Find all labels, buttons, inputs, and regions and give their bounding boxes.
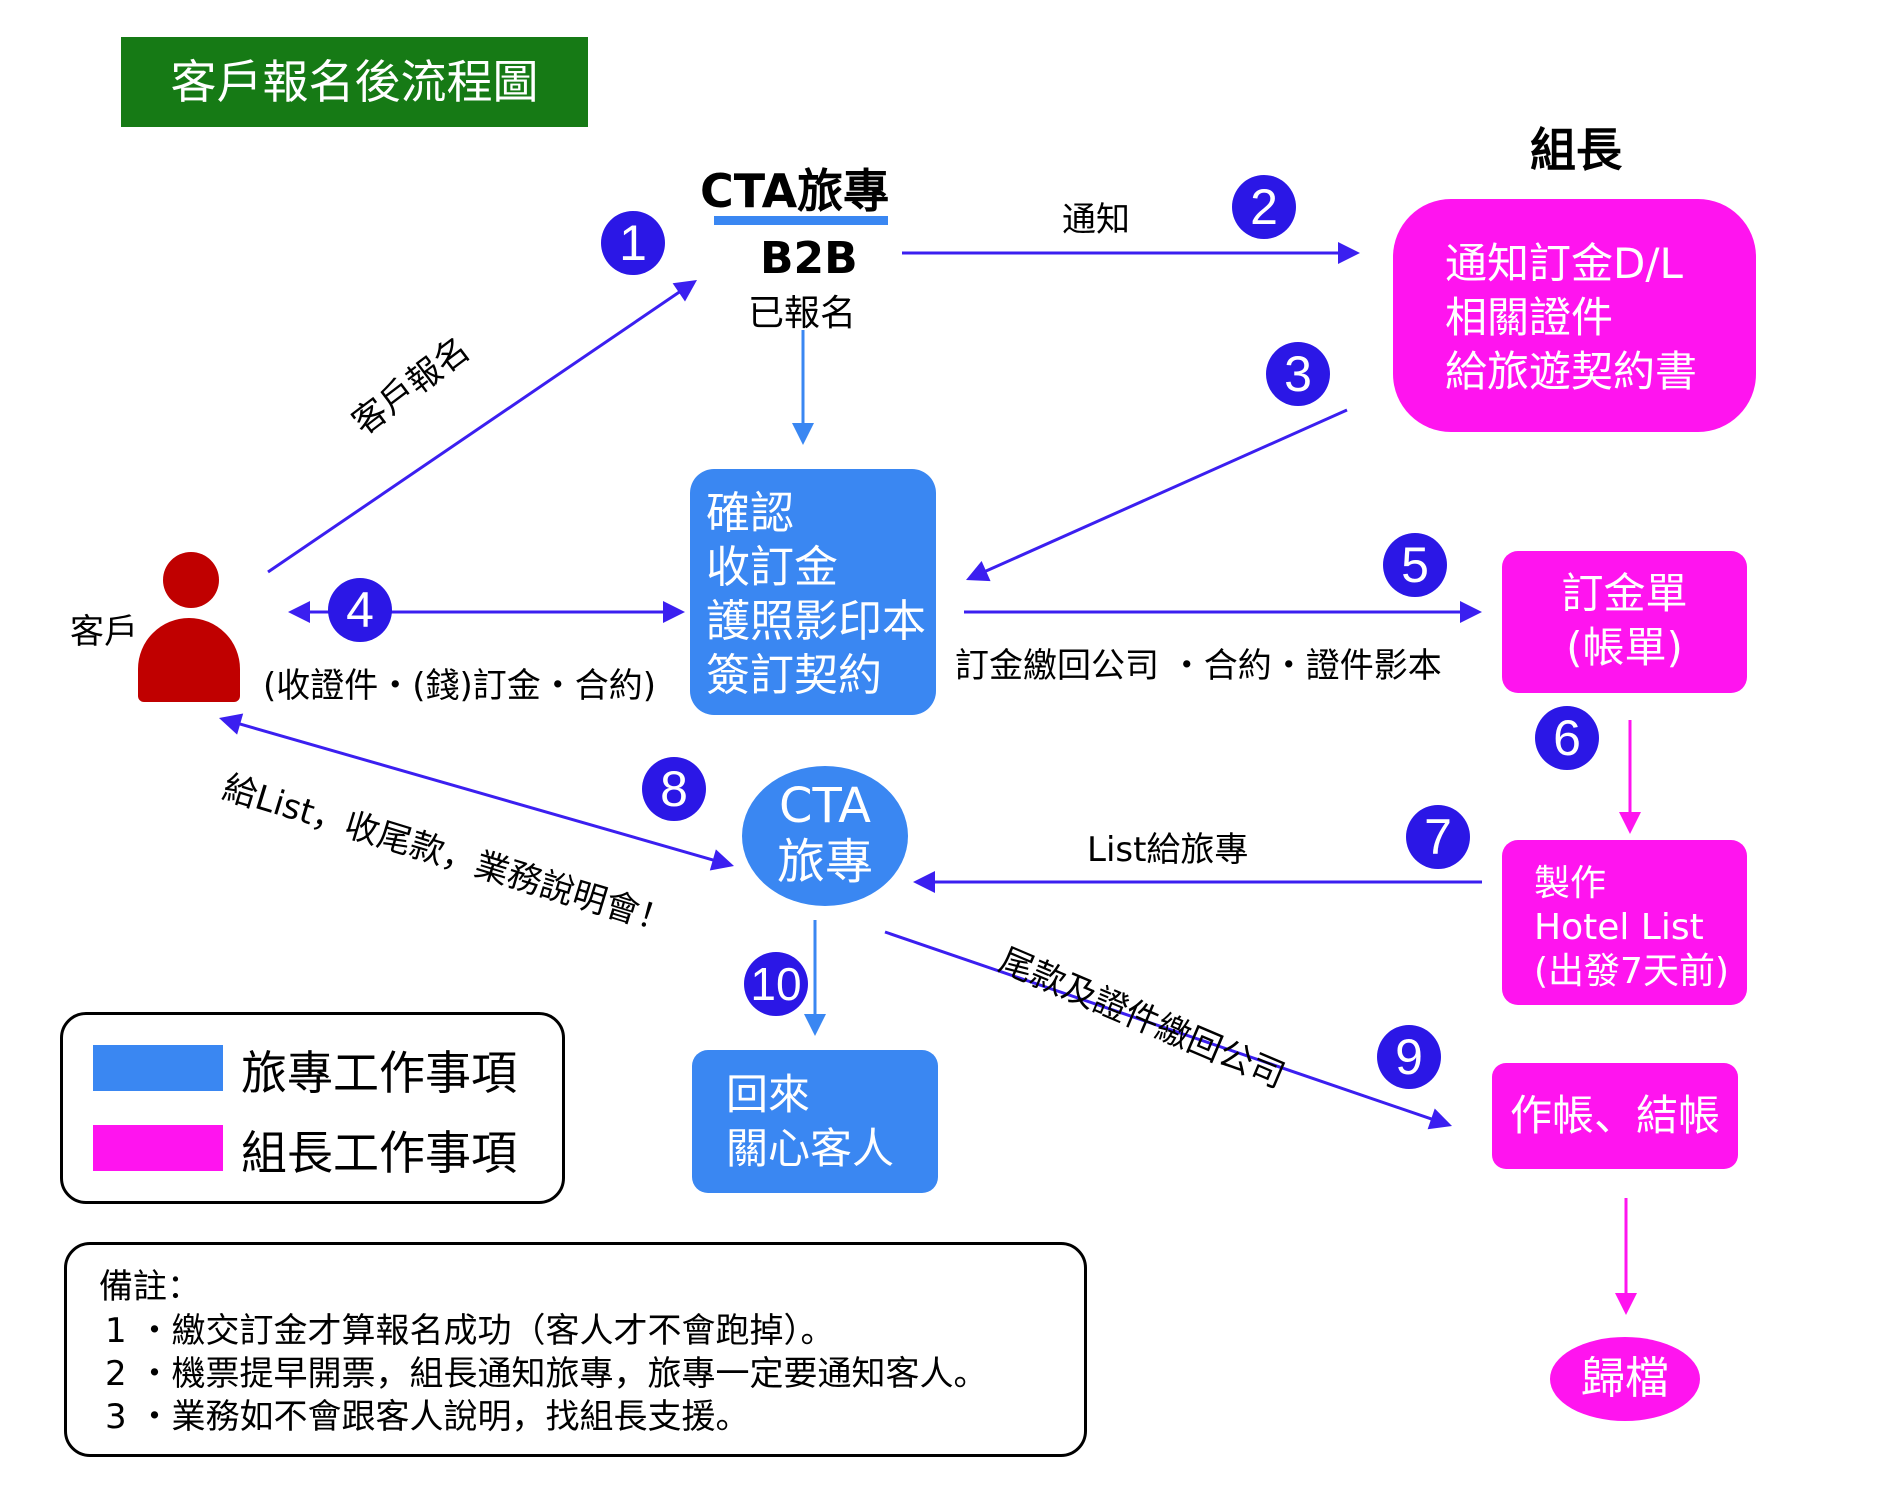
deposit-slip-box: 訂金單 (帳單) xyxy=(1502,551,1747,693)
confirm-to-deposit-arrow-head xyxy=(1460,601,1482,623)
note-item-2: 2 ・機票提早開票，組長通知旅專，旅專一定要通知客人。 xyxy=(105,1354,988,1394)
cta-to-bookkeeping-arrow-head xyxy=(1427,1108,1452,1130)
step-6-badge: 6 xyxy=(1535,706,1599,770)
notes-box: 備註： 1 ・繳交訂金才算報名成功（客人才不會跑掉）。 2 ・機票提早開票，組長… xyxy=(64,1242,1087,1457)
b2b-label: B2B xyxy=(760,233,858,284)
signup-arrow xyxy=(267,288,683,574)
customer-cta-arrow-head xyxy=(709,849,734,871)
registered-label: 已報名 xyxy=(748,293,857,334)
cta-agency-label: CTA旅專 xyxy=(700,164,890,218)
customer-icon xyxy=(138,552,240,702)
customer-cta-arrow xyxy=(235,721,718,863)
b2b-to-confirm-arrow-head xyxy=(792,423,814,445)
cta-to-followup-arrow-head xyxy=(804,1014,826,1036)
bookkeeping-box: 作帳、結帳 xyxy=(1492,1063,1738,1169)
step-5-badge: 5 xyxy=(1383,533,1447,597)
step-8-badge: 8 xyxy=(642,757,706,821)
leader-to-confirm-arrow xyxy=(981,408,1348,575)
step-3-badge: 3 xyxy=(1266,342,1330,406)
note-item-3: 3 ・業務如不會跟客人說明，找組長支援。 xyxy=(105,1397,750,1437)
leader-to-confirm-arrow-head xyxy=(966,560,991,582)
deposit-to-hotel-arrow-head xyxy=(1619,812,1641,834)
title-banner: 客戶報名後流程圖 xyxy=(121,37,588,127)
cta-agency-circle: CTA 旅專 xyxy=(742,766,908,906)
step-7-badge: 7 xyxy=(1406,805,1470,869)
step-2-badge: 2 xyxy=(1232,175,1296,239)
signup-arrow-head xyxy=(672,280,697,302)
notes-heading: 備註： xyxy=(99,1267,201,1307)
notify-arrow-head xyxy=(1338,242,1360,264)
archive-ellipse: 歸檔 xyxy=(1550,1337,1700,1421)
customer-confirm-arrow-tail-head xyxy=(288,601,310,623)
legend-box: 旅專工作事項 組長工作事項 xyxy=(60,1012,565,1204)
customer-confirm-arrow-head xyxy=(663,601,685,623)
step-9-badge: 9 xyxy=(1377,1025,1441,1089)
legend-leader-swatch xyxy=(93,1125,223,1171)
arrow-group xyxy=(219,242,1641,1315)
return-to-company-label: 訂金繳回公司 ・合約・證件影本 xyxy=(955,646,1442,686)
step-4-badge: 4 xyxy=(328,578,392,642)
confirm-box: 確認 收訂金 護照影印本 簽訂契約 xyxy=(690,469,936,715)
step-10-badge: 10 xyxy=(744,952,808,1016)
customer-cta-arrow-tail-head xyxy=(219,713,244,735)
legend-agency-swatch xyxy=(93,1045,223,1091)
legend-leader-label: 組長工作事項 xyxy=(241,1126,517,1180)
list-to-agency-label: List給旅專 xyxy=(1087,830,1249,870)
page-title: 客戶報名後流程圖 xyxy=(170,55,539,109)
hotel-list-box: 製作 Hotel List (出發7天前) xyxy=(1502,840,1747,1005)
hotel-to-cta-arrow-head xyxy=(913,871,935,893)
customer-label: 客戶 xyxy=(70,612,138,652)
notify-label: 通知 xyxy=(1062,200,1130,240)
note-item-1: 1 ・繳交訂金才算報名成功（客人才不會跑掉）。 xyxy=(105,1311,835,1351)
legend-agency-label: 旅專工作事項 xyxy=(241,1046,517,1100)
bookkeeping-to-archive-arrow-head xyxy=(1615,1293,1637,1315)
cta-to-bookkeeping-arrow xyxy=(884,930,1436,1122)
follow-up-box: 回來 關心客人 xyxy=(692,1050,938,1193)
step-1-badge: 1 xyxy=(601,211,665,275)
collect-docs-label: (收證件・(錢)訂金・合約) xyxy=(263,666,657,706)
cta-divider xyxy=(714,216,888,225)
leader-tasks-box: 通知訂金D/L 相關證件 給旅遊契約書 xyxy=(1393,199,1756,432)
group-leader-label: 組長 xyxy=(1530,123,1622,177)
